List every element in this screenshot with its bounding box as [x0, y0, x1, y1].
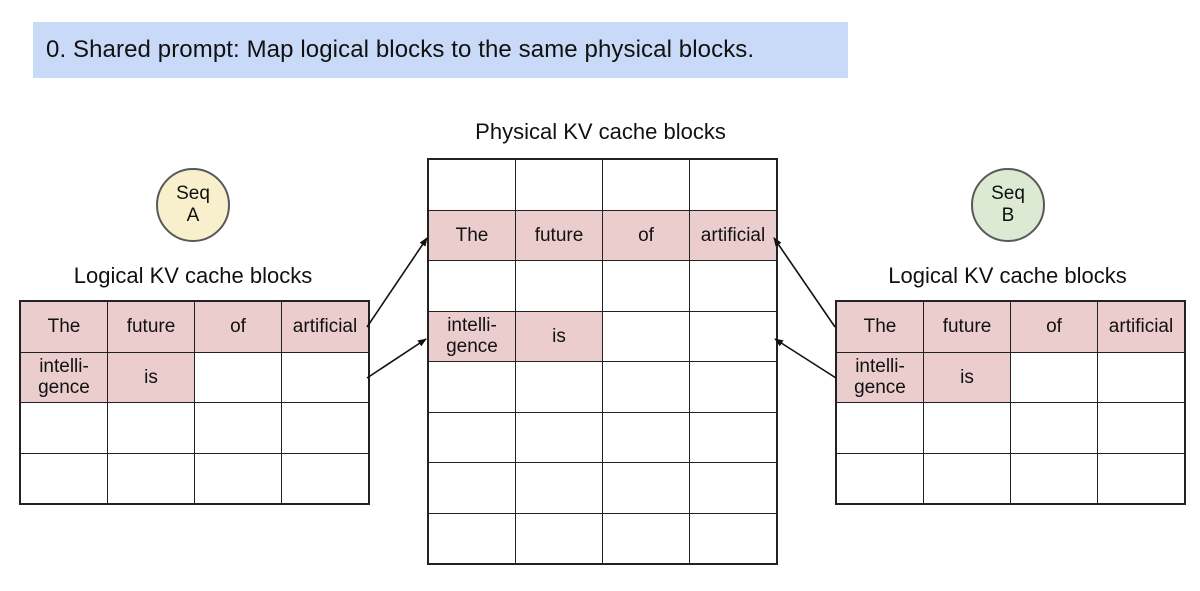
- seq-b-label-line2: B: [1001, 205, 1015, 226]
- physical-row-4: [427, 361, 778, 413]
- physical-row-2: [427, 260, 778, 312]
- seq-b-cell-r3c2: [1010, 452, 1098, 505]
- arrow-seq-b-logical-block-0-to-physical-block-1: [773, 237, 836, 328]
- physical-cell-r1c0: The: [427, 209, 516, 261]
- physical-cell-r2c1: [515, 260, 603, 312]
- physical-cell-r3c0: intelli- gence: [427, 310, 516, 362]
- physical-cell-r7c0: [427, 512, 516, 565]
- shared-prompt-banner: 0. Shared prompt: Map logical blocks to …: [33, 22, 848, 78]
- physical-cell-r0c1: [515, 158, 603, 211]
- seq-a-cell-r3c3: [281, 452, 370, 505]
- seq-a-badge: Seq A: [156, 168, 230, 242]
- physical-cell-r5c0: [427, 411, 516, 463]
- seq-b-cell-r2c0: [835, 402, 924, 454]
- physical-cell-r5c2: [602, 411, 690, 463]
- seq-b-cell-r3c3: [1097, 452, 1186, 505]
- seq-a-cell-r0c1: future: [107, 300, 195, 353]
- seq-b-cell-r0c3: artificial: [1097, 300, 1186, 353]
- seq-a-cell-r1c3: [281, 351, 370, 403]
- seq-b-cell-r1c0: intelli- gence: [835, 351, 924, 403]
- arrow-seq-a-logical-block-0-to-physical-block-1: [366, 237, 428, 328]
- seq-b-cell-r0c0: The: [835, 300, 924, 353]
- seq-b-badge: Seq B: [971, 168, 1045, 242]
- physical-row-6: [427, 462, 778, 514]
- seq-a-cell-r1c1: is: [107, 351, 195, 403]
- physical-cell-r3c2: [602, 310, 690, 362]
- physical-cell-r2c3: [689, 260, 778, 312]
- arrow-seq-a-logical-block-1-to-physical-block-3: [366, 338, 427, 379]
- physical-row-5: [427, 411, 778, 463]
- physical-cell-r6c3: [689, 462, 778, 514]
- physical-cell-r3c1: is: [515, 310, 603, 362]
- seq-a-cell-r0c0: The: [19, 300, 108, 353]
- physical-cell-r7c2: [602, 512, 690, 565]
- arrow-seq-b-logical-block-1-to-physical-block-3: [774, 338, 837, 379]
- seq-b-cell-r3c1: [923, 452, 1011, 505]
- physical-cell-r0c2: [602, 158, 690, 211]
- physical-cell-r1c1: future: [515, 209, 603, 261]
- seq-b-cell-r2c2: [1010, 402, 1098, 454]
- seq-a-cell-r2c3: [281, 402, 370, 454]
- seq-b-logical-kv-title: Logical KV cache blocks: [888, 263, 1127, 288]
- seq-b-cell-r2c3: [1097, 402, 1186, 454]
- seq-b-cell-r2c1: [923, 402, 1011, 454]
- physical-cell-r4c0: [427, 361, 516, 413]
- seq-a-cell-r3c0: [19, 452, 108, 505]
- seq-a-cell-r0c2: of: [194, 300, 282, 353]
- physical-cell-r0c0: [427, 158, 516, 211]
- physical-cell-r2c0: [427, 260, 516, 312]
- seq-b-row-2: [835, 402, 1186, 454]
- seq-a-logical-kv-title: Logical KV cache blocks: [73, 263, 313, 288]
- physical-row-0: [427, 158, 778, 211]
- seq-a-label-line1: Seq: [176, 183, 210, 204]
- seq-b-row-3: [835, 452, 1186, 505]
- physical-cell-r3c3: [689, 310, 778, 362]
- physical-cell-r5c3: [689, 411, 778, 463]
- seq-a-cell-r1c0: intelli- gence: [19, 351, 108, 403]
- physical-cell-r1c2: of: [602, 209, 690, 261]
- physical-cell-r2c2: [602, 260, 690, 312]
- seq-b-cell-r0c1: future: [923, 300, 1011, 353]
- physical-cell-r4c3: [689, 361, 778, 413]
- physical-cell-r7c3: [689, 512, 778, 565]
- seq-a-cell-r2c2: [194, 402, 282, 454]
- seq-a-cell-r2c1: [107, 402, 195, 454]
- seq-a-cell-r1c2: [194, 351, 282, 403]
- seq-a-label-line2: A: [186, 205, 200, 226]
- physical-cell-r7c1: [515, 512, 603, 565]
- physical-row-7: [427, 512, 778, 565]
- physical-kv-title: Physical KV cache blocks: [475, 119, 726, 144]
- seq-a-cell-r2c0: [19, 402, 108, 454]
- physical-cell-r4c2: [602, 361, 690, 413]
- physical-cell-r0c3: [689, 158, 778, 211]
- physical-cell-r6c1: [515, 462, 603, 514]
- seq-a-cell-r3c1: [107, 452, 195, 505]
- seq-a-row-2: [19, 402, 370, 454]
- seq-b-cell-r0c2: of: [1010, 300, 1098, 353]
- seq-a-cell-r3c2: [194, 452, 282, 505]
- seq-b-cell-r3c0: [835, 452, 924, 505]
- physical-cell-r6c0: [427, 462, 516, 514]
- physical-cell-r6c2: [602, 462, 690, 514]
- physical-cell-r1c3: artificial: [689, 209, 778, 261]
- seq-b-cell-r1c1: is: [923, 351, 1011, 403]
- seq-a-cell-r0c3: artificial: [281, 300, 370, 353]
- physical-cell-r5c1: [515, 411, 603, 463]
- seq-b-cell-r1c2: [1010, 351, 1098, 403]
- seq-b-label-line1: Seq: [991, 183, 1025, 204]
- physical-cell-r4c1: [515, 361, 603, 413]
- shared-prompt-text: 0. Shared prompt: Map logical blocks to …: [46, 36, 755, 63]
- seq-b-cell-r1c3: [1097, 351, 1186, 403]
- seq-a-row-3: [19, 452, 370, 505]
